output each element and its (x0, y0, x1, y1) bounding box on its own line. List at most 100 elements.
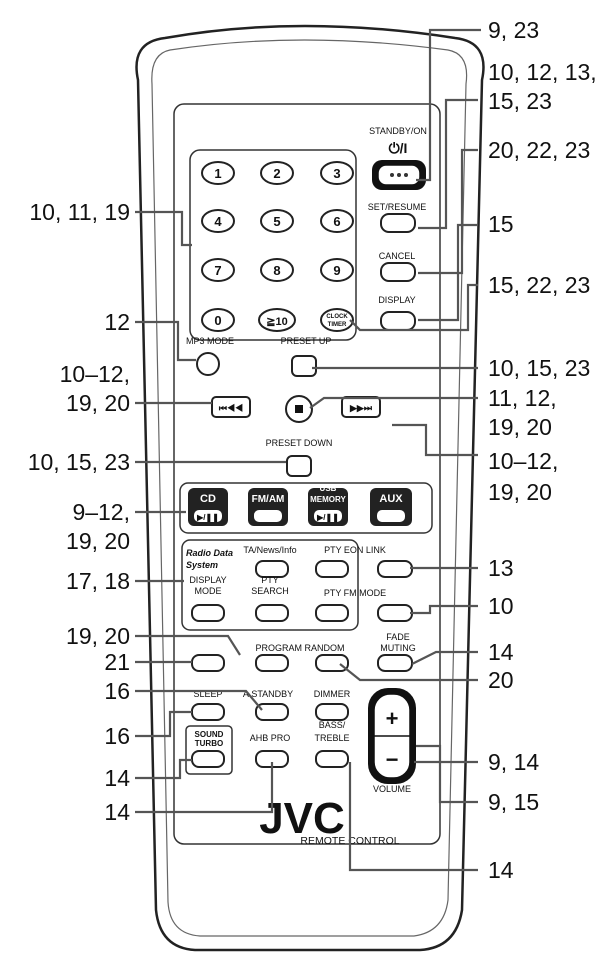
random-button[interactable] (315, 654, 349, 672)
key-7[interactable]: 7 (201, 258, 235, 282)
key-2[interactable]: 2 (260, 161, 294, 185)
callout-r5: 15, 22, 23 (488, 272, 590, 298)
callout-r8b: 19, 20 (488, 479, 552, 505)
svg-text:1: 1 (214, 166, 221, 181)
mp3-mode-button[interactable] (196, 352, 220, 376)
pty-eon-link-label: PTY EON LINK (324, 545, 386, 555)
preset-down-button[interactable] (286, 455, 312, 477)
callout-r1: 9, 23 (488, 17, 539, 43)
source-buttons-frame (179, 482, 433, 534)
svg-text:7: 7 (214, 263, 221, 278)
cd-button[interactable]: CD ▶/❚❚ (188, 488, 228, 526)
volume-label: VOLUME (373, 784, 411, 794)
svg-text:2: 2 (273, 166, 280, 181)
callout-r3: 20, 22, 23 (488, 137, 590, 163)
callout-l2: 12 (104, 309, 130, 335)
bass-treble-button[interactable] (315, 750, 349, 768)
pty-button-2[interactable] (315, 604, 349, 622)
display-button[interactable] (380, 311, 416, 331)
volume-rocker[interactable] (368, 688, 416, 784)
callout-l8: 21 (104, 649, 130, 675)
callout-r10: 10 (488, 593, 514, 619)
callout-r4: 15 (488, 211, 514, 237)
key-5[interactable]: 5 (260, 209, 294, 233)
callout-l9: 16 (104, 678, 130, 704)
callout-r15: 14 (488, 857, 514, 883)
display-mode-button[interactable] (191, 604, 225, 622)
cancel-button[interactable] (380, 262, 416, 282)
svg-text:TIMER: TIMER (328, 322, 347, 328)
cancel-label: CANCEL (379, 251, 416, 261)
preset-down-label: PRESET DOWN (266, 438, 333, 448)
svg-text:MEMORY: MEMORY (310, 495, 346, 504)
callout-r13: 9, 14 (488, 749, 539, 775)
aux-button[interactable]: AUX (370, 488, 412, 526)
skip-forward-button[interactable]: ▶▶⏭ (341, 396, 381, 418)
display-mode-label-2: MODE (195, 586, 222, 596)
skip-back-button[interactable]: ⏮◀◀ (211, 396, 251, 418)
pty-fm-mode-label: PTY FM MODE (324, 588, 386, 598)
key-10plus[interactable]: ≧10 (258, 308, 296, 332)
pty-search-label-1: PTY (261, 575, 279, 585)
svg-text:0: 0 (214, 313, 221, 328)
svg-text:≧10: ≧10 (266, 316, 287, 328)
svg-text:5: 5 (273, 214, 280, 229)
link-button[interactable] (377, 560, 413, 578)
volume-up-icon[interactable]: + (386, 706, 399, 731)
fade-muting-button[interactable] (377, 654, 413, 672)
program-button[interactable] (255, 654, 289, 672)
callout-l3b: 19, 20 (66, 390, 130, 416)
svg-text:CD: CD (200, 493, 216, 505)
volume-down-icon[interactable]: − (386, 747, 399, 772)
key-1[interactable]: 1 (201, 161, 235, 185)
callout-r2b: 15, 23 (488, 88, 552, 114)
standby-label: STANDBY/ON (369, 126, 427, 136)
key-9[interactable]: 9 (320, 258, 354, 282)
muting-label: MUTING (380, 643, 416, 653)
fm-mode-button[interactable] (377, 604, 413, 622)
usb-memory-button[interactable]: USB MEMORY ▶/❚❚ (308, 484, 348, 526)
stop-button[interactable] (285, 395, 313, 423)
left-button-21[interactable] (191, 654, 225, 672)
fm-am-button[interactable]: FM/AM (248, 488, 288, 526)
svg-text:⏮◀◀: ⏮◀◀ (219, 403, 243, 413)
key-3[interactable]: 3 (320, 161, 354, 185)
key-6[interactable]: 6 (320, 209, 354, 233)
callout-l6: 17, 18 (66, 568, 130, 594)
display-mode-label-1: DISPLAY (189, 575, 226, 585)
svg-text:▶/❚❚: ▶/❚❚ (196, 513, 219, 523)
dimmer-button[interactable] (315, 703, 349, 721)
jvc-logo: JVC (259, 794, 345, 843)
standby-button[interactable] (372, 160, 426, 190)
clock-timer-button[interactable]: CLOCK TIMER (320, 308, 354, 332)
a-standby-button[interactable] (255, 703, 289, 721)
preset-up-button[interactable] (291, 355, 317, 377)
callout-l4: 10, 15, 23 (28, 449, 130, 475)
svg-text:FM/AM: FM/AM (252, 494, 285, 505)
program-random-label: PROGRAM RANDOM (255, 643, 344, 653)
sleep-button[interactable] (191, 703, 225, 721)
remote-body-inner-edge (151, 39, 468, 937)
rds-label-2: System (186, 560, 218, 570)
fade-label: FADE (386, 632, 410, 642)
ta-news-info-button[interactable] (255, 560, 289, 578)
callout-l12: 14 (104, 799, 130, 825)
svg-text:CLOCK: CLOCK (326, 314, 348, 320)
svg-text:9: 9 (333, 263, 340, 278)
ahb-pro-label: AHB PRO (250, 733, 291, 743)
key-8[interactable]: 8 (260, 258, 294, 282)
set-resume-button[interactable] (380, 213, 416, 233)
callout-l5a: 9–12, (72, 499, 130, 525)
svg-text:▶▶⏭: ▶▶⏭ (349, 403, 373, 413)
number-keypad: 1 2 3 4 5 6 7 8 9 0 ≧10 (201, 161, 354, 332)
key-4[interactable]: 4 (201, 209, 235, 233)
preset-up-label: PRESET UP (281, 336, 332, 346)
callouts: 9, 23 10, 12, 13, 15, 23 20, 22, 23 15 1… (28, 17, 597, 883)
sound-turbo-button[interactable] (191, 750, 225, 768)
pty-search-button[interactable] (255, 604, 289, 622)
callout-r7a: 11, 12, (488, 385, 557, 411)
pty-eon-button[interactable] (315, 560, 349, 578)
key-0[interactable]: 0 (201, 308, 235, 332)
svg-text:8: 8 (273, 263, 280, 278)
